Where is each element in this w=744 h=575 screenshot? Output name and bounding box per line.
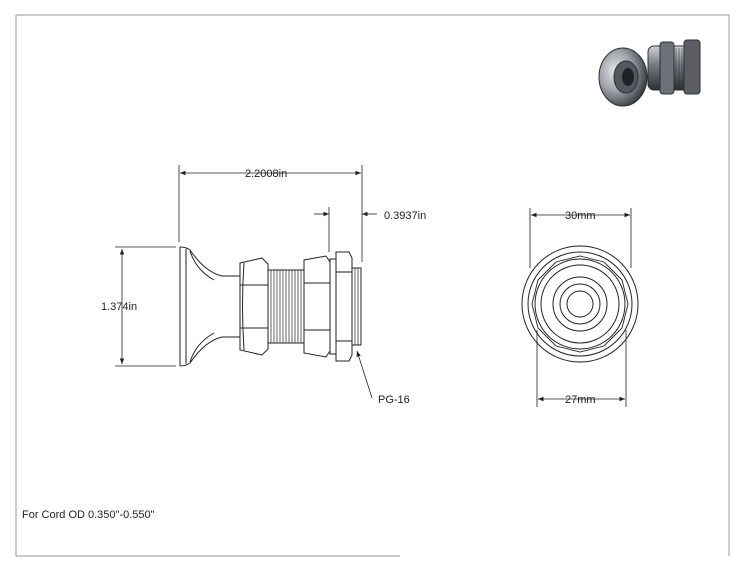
sheet-border xyxy=(15,14,730,557)
thread-diameter-label: 27mm xyxy=(565,394,596,406)
dimension-height xyxy=(115,246,176,367)
dimension-outer-diameter xyxy=(529,208,632,268)
thread-leader xyxy=(356,350,373,399)
side-view xyxy=(179,246,362,367)
end-view xyxy=(521,245,639,363)
dimension-flange-thickness xyxy=(314,207,377,252)
overall-length-label: 2.2008in xyxy=(245,168,287,180)
isometric-render-icon xyxy=(598,39,701,107)
dimension-thread-diameter xyxy=(536,330,627,407)
flange-thickness-label: 0.3937in xyxy=(384,210,426,222)
cord-note: For Cord OD 0.350"-0.550" xyxy=(22,509,155,521)
outer-diameter-label: 30mm xyxy=(565,210,596,222)
thread-label: PG-16 xyxy=(378,394,410,406)
height-label: 1.374in xyxy=(101,301,137,313)
